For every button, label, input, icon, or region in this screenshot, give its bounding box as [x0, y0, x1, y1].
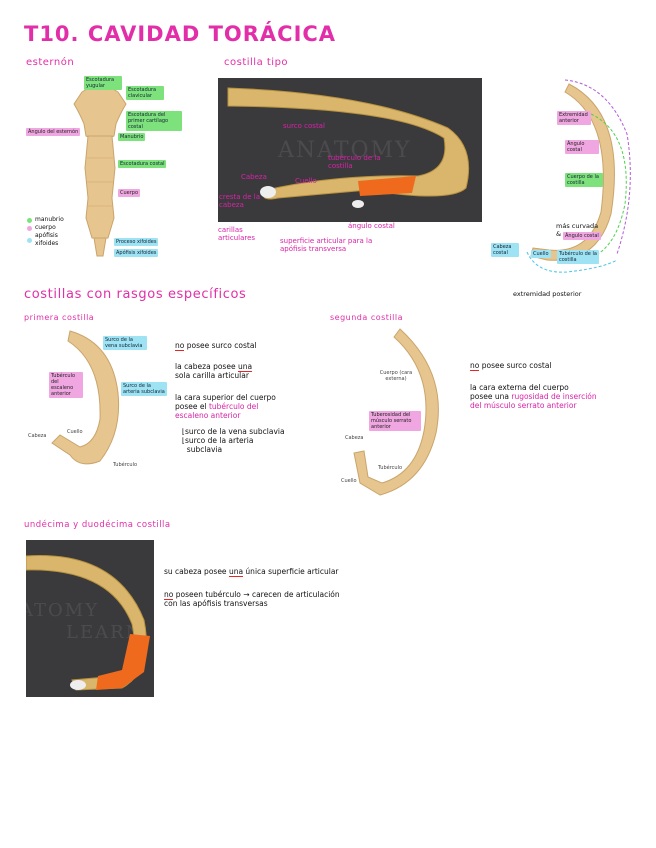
legend-green-dot: [27, 218, 32, 223]
note-text: surco de la vena subclavia: [185, 427, 285, 436]
label-proceso-xifoides: Proceso xifoides: [114, 238, 158, 246]
label-mas-curvada: más curvada: [556, 222, 598, 231]
section-costilla-tipo: costilla tipo: [224, 57, 288, 68]
label-extremidad-anterior: Extremidad anterior: [557, 111, 591, 125]
page-title: T10. CAVIDAD TORÁCICA: [24, 22, 336, 46]
label-escotadura-clavicular: Escotadura clavicular: [126, 86, 164, 100]
label-tuberculo-2: Tubérculo: [378, 465, 402, 471]
note-segunda-1: no posee surco costal: [470, 361, 552, 370]
label-cuello-2: Cuello: [341, 478, 357, 484]
label-cabeza-2: Cabeza: [345, 435, 364, 441]
section-segunda: segunda costilla: [330, 313, 403, 322]
label-cabeza: Cabeza: [241, 173, 267, 181]
note-undecima-1: su cabeza posee una única superficie art…: [164, 567, 339, 576]
label-cabeza-1: Cabeza: [28, 433, 47, 439]
label-angulo-esternon: Ángulo del esternón: [26, 128, 80, 136]
label-amp: &: [556, 230, 561, 239]
legend-cyan-dot: [27, 238, 32, 243]
underline-no: no: [470, 361, 479, 371]
note-text: posee el: [175, 402, 209, 411]
section-rasgos: costillas con rasgos específicos: [24, 287, 246, 302]
label-escotadura-costal: Escotadura costal: [118, 160, 166, 168]
label-cuello-side: Cuello: [531, 250, 551, 258]
note-highlight: tubérculo del: [209, 402, 258, 411]
label-angulo-side: Ángulo costal: [563, 232, 601, 240]
legend-item: cuerpo: [35, 224, 56, 232]
label-tuberosidad: Tuberosidad del músculo serrato anterior: [369, 411, 421, 431]
legend-item: manubrio: [35, 216, 64, 224]
section-undecima: undécima y duodécima costilla: [24, 520, 171, 530]
label-carillas: carillas articulares: [218, 226, 258, 242]
label-angulo-costal: ángulo costal: [348, 222, 395, 230]
label-manubrio: Manubrio: [118, 133, 145, 141]
note-text: única superficie articular: [243, 567, 338, 576]
eleventh-rib-photo: ATOMY LEARN: [26, 540, 154, 697]
note-text: subclavia: [187, 445, 222, 454]
label-cuello: Cuello: [295, 177, 317, 185]
label-cuerpo: Cuerpo: [118, 189, 140, 197]
note-primera-1: no posee surco costal: [175, 341, 257, 350]
note-text: la cara externa del cuerpo: [470, 383, 569, 392]
note-text: posee surco costal: [184, 341, 256, 350]
label-cabeza-costal: Cabeza costal: [491, 243, 519, 257]
note-highlight: escaleno anterior: [175, 411, 240, 420]
label-cuerpo-2: Cuerpo (cara externa): [378, 370, 414, 382]
label-cresta: cresta de la cabeza: [219, 193, 261, 209]
note-text: poseen tubérculo → carecen de articulaci…: [173, 590, 339, 599]
note-text: posee una: [470, 392, 511, 401]
label-tuberculo-escaleno: Tubérculo del escaleno anterior: [49, 372, 83, 398]
note-text: su cabeza posee: [164, 567, 229, 576]
label-escotadura-primer: Escotadura del primer cartílago costal: [126, 111, 182, 131]
note-text: con las apófisis transversas: [164, 599, 268, 608]
label-surco-vena: Surco de la vena subclavia: [103, 336, 147, 350]
note-highlight: del músculo serrato anterior: [470, 401, 577, 410]
label-cuello-1: Cuello: [67, 429, 83, 435]
label-surco-costal: surco costal: [283, 122, 325, 130]
label-tuberculo-side: Tubérculo de la costilla: [557, 250, 599, 264]
note-undecima-2: no poseen tubérculo → carecen de articul…: [164, 590, 340, 608]
label-surco-arteria: Surco de la arteria subclavia: [121, 382, 167, 396]
label-tuberculo: tubérculo de la costilla: [328, 154, 388, 170]
label-superficie: superficie articular para la apófisis tr…: [280, 237, 400, 253]
note-primera-4: ⌊surco de la vena subclavia⌊surco de la …: [182, 427, 285, 454]
note-text: surco de la arteria: [185, 436, 254, 445]
note-text: sola carilla articular: [175, 371, 249, 380]
section-esternon: esternón: [26, 57, 74, 68]
label-extremidad-posterior: extremidad posterior: [513, 290, 581, 299]
legend-pink-dot: [27, 226, 32, 231]
note-highlight: rugosidad de inserción: [511, 392, 596, 401]
label-tuberculo-1: Tubérculo: [113, 462, 137, 468]
note-text: la cara superior del cuerpo: [175, 393, 276, 402]
label-cuerpo-costilla: Cuerpo de la costilla: [565, 173, 603, 187]
underline-una: una: [229, 567, 243, 577]
note-text: la cabeza posee: [175, 362, 238, 371]
label-escotadura-yugular: Escotadura yugular: [84, 76, 122, 90]
note-text: posee surco costal: [479, 361, 551, 370]
label-angulo-costal-side: Ángulo costal: [565, 140, 599, 154]
underline-no: no: [175, 341, 184, 351]
section-primera: primera costilla: [24, 313, 94, 322]
eleventh-rib-drawing: [26, 540, 154, 697]
label-apofisis-xifoides: Apófisis xifoides: [114, 249, 158, 257]
legend-item: apófisis xifoides: [35, 232, 75, 248]
sternum-legend: manubrio cuerpo apófisis xifoides: [27, 216, 75, 248]
